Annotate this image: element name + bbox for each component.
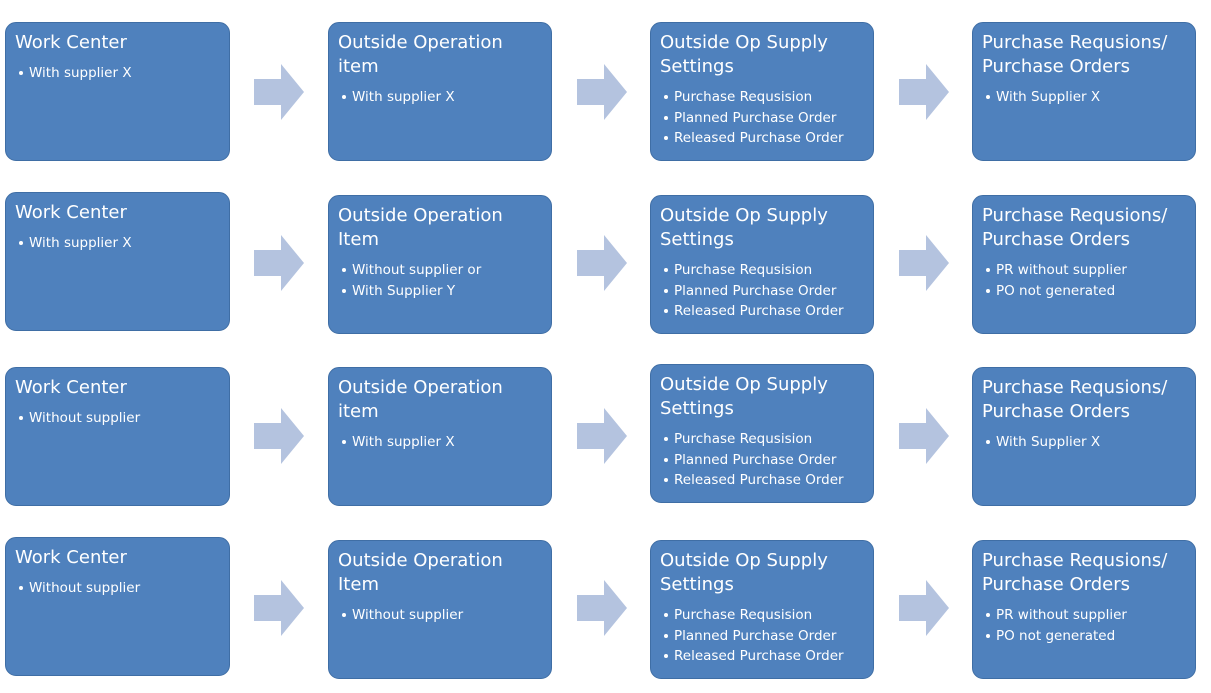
box-title: Purchase Requsions/ Purchase Orders bbox=[982, 377, 1168, 422]
bullet-item-pr-without-supplier: PR without supplier bbox=[986, 260, 1187, 281]
box-title: Outside Operation item bbox=[338, 377, 503, 422]
box-title: Purchase Requsions/ Purchase Orders bbox=[982, 205, 1168, 250]
bullet-item-without-supplier: Without supplier bbox=[19, 578, 221, 599]
bullet-item-planned-purchase-order: Planned Purchase Order bbox=[664, 626, 865, 647]
block-arrow-right-icon bbox=[254, 408, 304, 464]
box-title: Work Center bbox=[15, 377, 127, 398]
bullet-item-pr-without-supplier: PR without supplier bbox=[986, 605, 1187, 626]
box-title: Outside Op Supply Settings bbox=[660, 374, 828, 419]
row-4-purchase-requisitions-orders-box: Purchase Requsions/ Purchase Orders PR wi… bbox=[972, 540, 1196, 679]
block-arrow-right-icon bbox=[577, 580, 627, 636]
bullet-item-purchase-requsision: Purchase Requsision bbox=[664, 260, 865, 281]
block-arrow-right-icon bbox=[899, 408, 949, 464]
box-title: Purchase Requsions/ Purchase Orders bbox=[982, 550, 1168, 595]
bullet-item-with-supplier-x: With supplier X bbox=[342, 432, 543, 453]
box-bullet-list: With supplier X bbox=[15, 233, 221, 254]
box-title: Work Center bbox=[15, 547, 127, 568]
block-arrow-right-icon bbox=[254, 235, 304, 291]
bullet-item-purchase-requsision: Purchase Requsision bbox=[664, 605, 865, 626]
block-arrow-right-icon bbox=[899, 580, 949, 636]
box-title: Outside Operation item bbox=[338, 32, 503, 77]
block-arrow-right-icon bbox=[577, 235, 627, 291]
block-arrow-right-icon bbox=[254, 64, 304, 120]
block-arrow-right-icon bbox=[899, 235, 949, 291]
box-title: Outside Operation Item bbox=[338, 550, 503, 595]
box-title: Outside Op Supply Settings bbox=[660, 32, 828, 77]
box-bullet-list: With Supplier X bbox=[982, 87, 1187, 108]
box-title: Work Center bbox=[15, 32, 127, 53]
box-bullet-list: With Supplier X bbox=[982, 432, 1187, 453]
bullet-item-with-supplier-x: With supplier X bbox=[19, 63, 221, 84]
box-bullet-list: Without supplier bbox=[338, 605, 543, 626]
bullet-item-with-supplier-x: With supplier X bbox=[19, 233, 221, 254]
bullet-item-with-supplier-x: With supplier X bbox=[342, 87, 543, 108]
bullet-item-planned-purchase-order: Planned Purchase Order bbox=[664, 108, 865, 129]
bullet-item-with-supplier-x: With Supplier X bbox=[986, 87, 1187, 108]
bullet-item-planned-purchase-order: Planned Purchase Order bbox=[664, 450, 865, 471]
block-arrow-right-icon bbox=[254, 580, 304, 636]
bullet-item-with-supplier-x: With Supplier X bbox=[986, 432, 1187, 453]
bullet-item-released-purchase-order: Released Purchase Order bbox=[664, 470, 865, 491]
box-bullet-list: Without supplier bbox=[15, 408, 221, 429]
box-title: Outside Op Supply Settings bbox=[660, 550, 828, 595]
bullet-item-planned-purchase-order: Planned Purchase Order bbox=[664, 281, 865, 302]
bullet-item-released-purchase-order: Released Purchase Order bbox=[664, 128, 865, 149]
box-title: Outside Op Supply Settings bbox=[660, 205, 828, 250]
bullet-item-without-supplier: Without supplier bbox=[342, 605, 543, 626]
bullet-item-without-supplier: Without supplier bbox=[19, 408, 221, 429]
box-bullet-list: With supplier X bbox=[338, 87, 543, 108]
bullet-item-po-not-generated: PO not generated bbox=[986, 626, 1187, 647]
bullet-item-released-purchase-order: Released Purchase Order bbox=[664, 646, 865, 667]
bullet-item-purchase-requsision: Purchase Requsision bbox=[664, 429, 865, 450]
bullet-item-po-not-generated: PO not generated bbox=[986, 281, 1187, 302]
bullet-item-released-purchase-order: Released Purchase Order bbox=[664, 301, 865, 322]
box-bullet-list: With supplier X bbox=[15, 63, 221, 84]
box-bullet-list: With supplier X bbox=[338, 432, 543, 453]
box-bullet-list: Without supplier bbox=[15, 578, 221, 599]
box-title: Work Center bbox=[15, 202, 127, 223]
block-arrow-right-icon bbox=[577, 64, 627, 120]
box-title: Purchase Requsions/ Purchase Orders bbox=[982, 32, 1168, 77]
row-2-purchase-requisitions-orders-box: Purchase Requsions/ Purchase Orders PR wi… bbox=[972, 195, 1196, 334]
bullet-item-without-supplier-or: Without supplier or bbox=[342, 260, 543, 281]
block-arrow-right-icon bbox=[899, 64, 949, 120]
bullet-item-purchase-requsision: Purchase Requsision bbox=[664, 87, 865, 108]
bullet-item-with-supplier-y: With Supplier Y bbox=[342, 281, 543, 302]
block-arrow-right-icon bbox=[577, 408, 627, 464]
box-title: Outside Operation Item bbox=[338, 205, 503, 250]
